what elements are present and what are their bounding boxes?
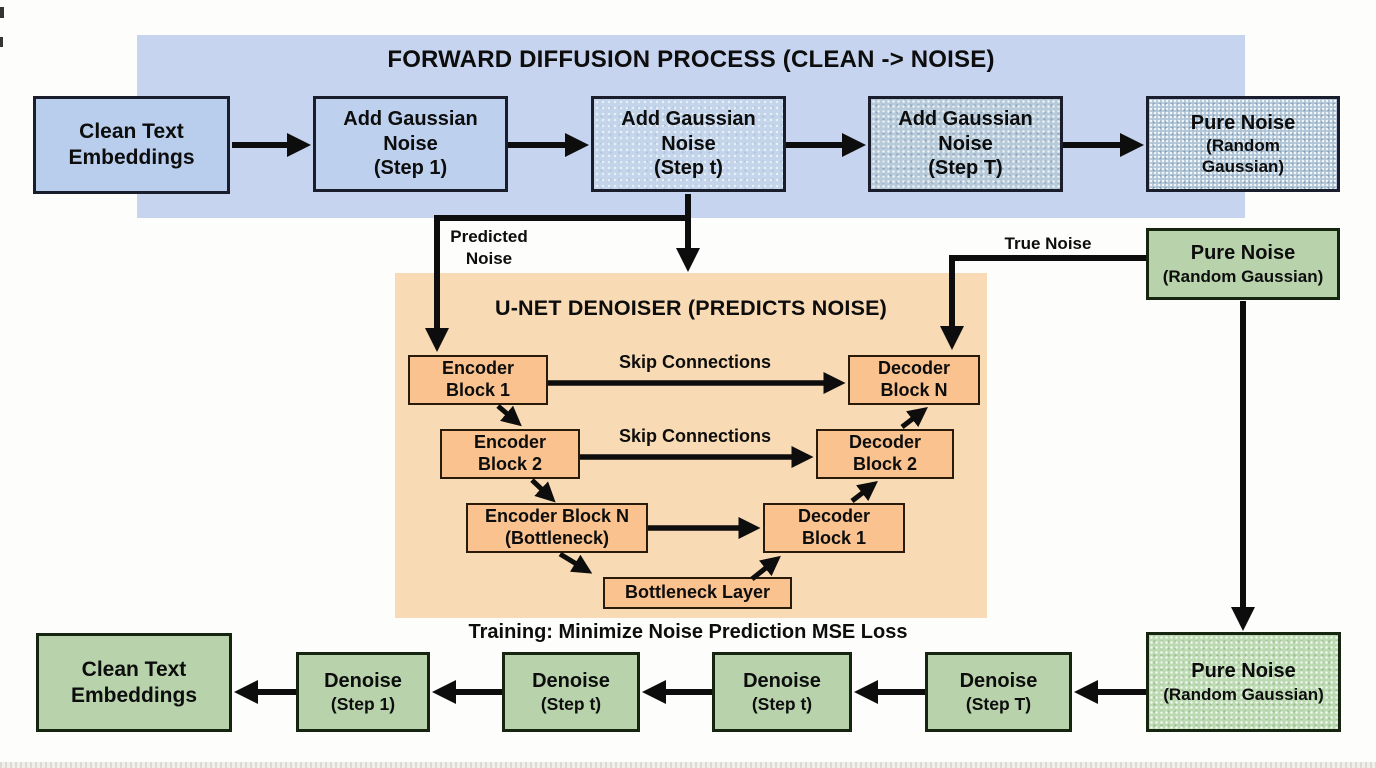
training-caption-text: Minimize Noise Prediction MSE Loss bbox=[552, 621, 908, 643]
encoder-block-1-label: Encoder Block 1 bbox=[441, 358, 515, 400]
decoder-block-N-box: Decoder Block N bbox=[848, 355, 980, 405]
denoise-step-T-step: (Step T) bbox=[965, 693, 1032, 714]
pure-noise-top-subtitle: (Random Gaussian) bbox=[1201, 135, 1285, 177]
add-noise-step-T-box: Add Gaussian Noise (Step T) bbox=[868, 96, 1063, 192]
denoise-step-t1-step: (Step t) bbox=[540, 693, 602, 714]
encoder-block-N-box: Encoder Block N (Bottleneck) bbox=[466, 503, 648, 553]
bottom-noise-strip bbox=[0, 762, 1376, 768]
encoder-block-1-box: Encoder Block 1 bbox=[408, 355, 548, 405]
skip-connections-label-2: Skip Connections bbox=[618, 426, 771, 446]
decoder-block-1-box: Decoder Block 1 bbox=[763, 503, 905, 553]
denoise-step-t1-name: Denoise bbox=[532, 670, 610, 693]
add-noise-step-T-label: Add Gaussian Noise (Step T) bbox=[898, 108, 1033, 180]
edge-artifact bbox=[0, 7, 4, 18]
encoder-block-2-box: Encoder Block 2 bbox=[440, 429, 580, 479]
denoise-step-t2-box: Denoise (Step t) bbox=[712, 652, 852, 732]
add-noise-step-t-label: Add Gaussian Noise (Step t) bbox=[621, 108, 756, 180]
denoise-step-t1-box: Denoise (Step t) bbox=[502, 652, 640, 732]
pure-noise-bottom-title: Pure Noise bbox=[1191, 660, 1296, 683]
skip-connections-label-1: Skip Connections bbox=[618, 352, 771, 372]
decoder-block-2-box: Decoder Block 2 bbox=[816, 429, 954, 479]
denoise-step-T-name: Denoise bbox=[959, 670, 1038, 693]
denoise-step-T-box: Denoise (Step T) bbox=[925, 652, 1072, 732]
add-noise-step1-box: Add Gaussian Noise (Step 1) bbox=[313, 96, 508, 192]
unet-denoiser-title: U-NET DENOISER (PREDICTS NOISE) bbox=[494, 296, 888, 320]
encoder-block-2-label: Encoder Block 2 bbox=[473, 432, 547, 474]
denoise-step-t2-step: (Step t) bbox=[751, 693, 813, 714]
forward-diffusion-title: FORWARD DIFFUSION PROCESS (CLEAN -> NOIS… bbox=[387, 46, 995, 73]
true-noise-source-box: Pure Noise (Random Gaussian) bbox=[1146, 228, 1340, 300]
add-noise-step-t-box: Add Gaussian Noise (Step t) bbox=[591, 96, 786, 192]
clean-text-embeddings-top-label: Clean Text Embeddings bbox=[68, 120, 195, 169]
pure-noise-bottom-box: Pure Noise (Random Gaussian) bbox=[1146, 632, 1341, 732]
clean-text-embeddings-top-box: Clean Text Embeddings bbox=[33, 96, 230, 194]
true-noise-source-subtitle: (Random Gaussian) bbox=[1162, 266, 1324, 286]
denoise-step-t2-name: Denoise bbox=[743, 670, 821, 693]
true-noise-label: True Noise bbox=[1004, 234, 1092, 253]
denoise-step1-name: Denoise bbox=[324, 670, 402, 693]
training-caption: Training: Minimize Noise Prediction MSE … bbox=[0, 621, 1376, 644]
decoder-block-2-label: Decoder Block 2 bbox=[848, 432, 922, 474]
clean-text-embeddings-bottom-label: Clean Text Embeddings bbox=[70, 657, 197, 707]
true-noise-source-title: Pure Noise bbox=[1190, 242, 1296, 265]
bottleneck-layer-box: Bottleneck Layer bbox=[603, 577, 792, 609]
decoder-block-N-label: Decoder Block N bbox=[877, 358, 951, 400]
clean-text-embeddings-bottom-box: Clean Text Embeddings bbox=[36, 633, 232, 732]
predicted-noise-label: Predicted Noise bbox=[450, 227, 528, 269]
pure-noise-bottom-subtitle: (Random Gaussian) bbox=[1163, 684, 1324, 704]
pure-noise-top-box: Pure Noise (Random Gaussian) bbox=[1146, 96, 1340, 192]
encoder-block-N-label: Encoder Block N (Bottleneck) bbox=[484, 506, 630, 548]
pure-noise-top-title: Pure Noise bbox=[1190, 111, 1296, 134]
training-caption-prefix: Training: bbox=[468, 621, 553, 643]
decoder-block-1-label: Decoder Block 1 bbox=[797, 506, 871, 548]
edge-artifact bbox=[0, 37, 3, 47]
add-noise-step1-label: Add Gaussian Noise (Step 1) bbox=[343, 108, 478, 180]
denoise-step1-box: Denoise (Step 1) bbox=[296, 652, 430, 732]
denoise-step1-step: (Step 1) bbox=[330, 693, 396, 714]
bottleneck-layer-label: Bottleneck Layer bbox=[624, 582, 771, 603]
